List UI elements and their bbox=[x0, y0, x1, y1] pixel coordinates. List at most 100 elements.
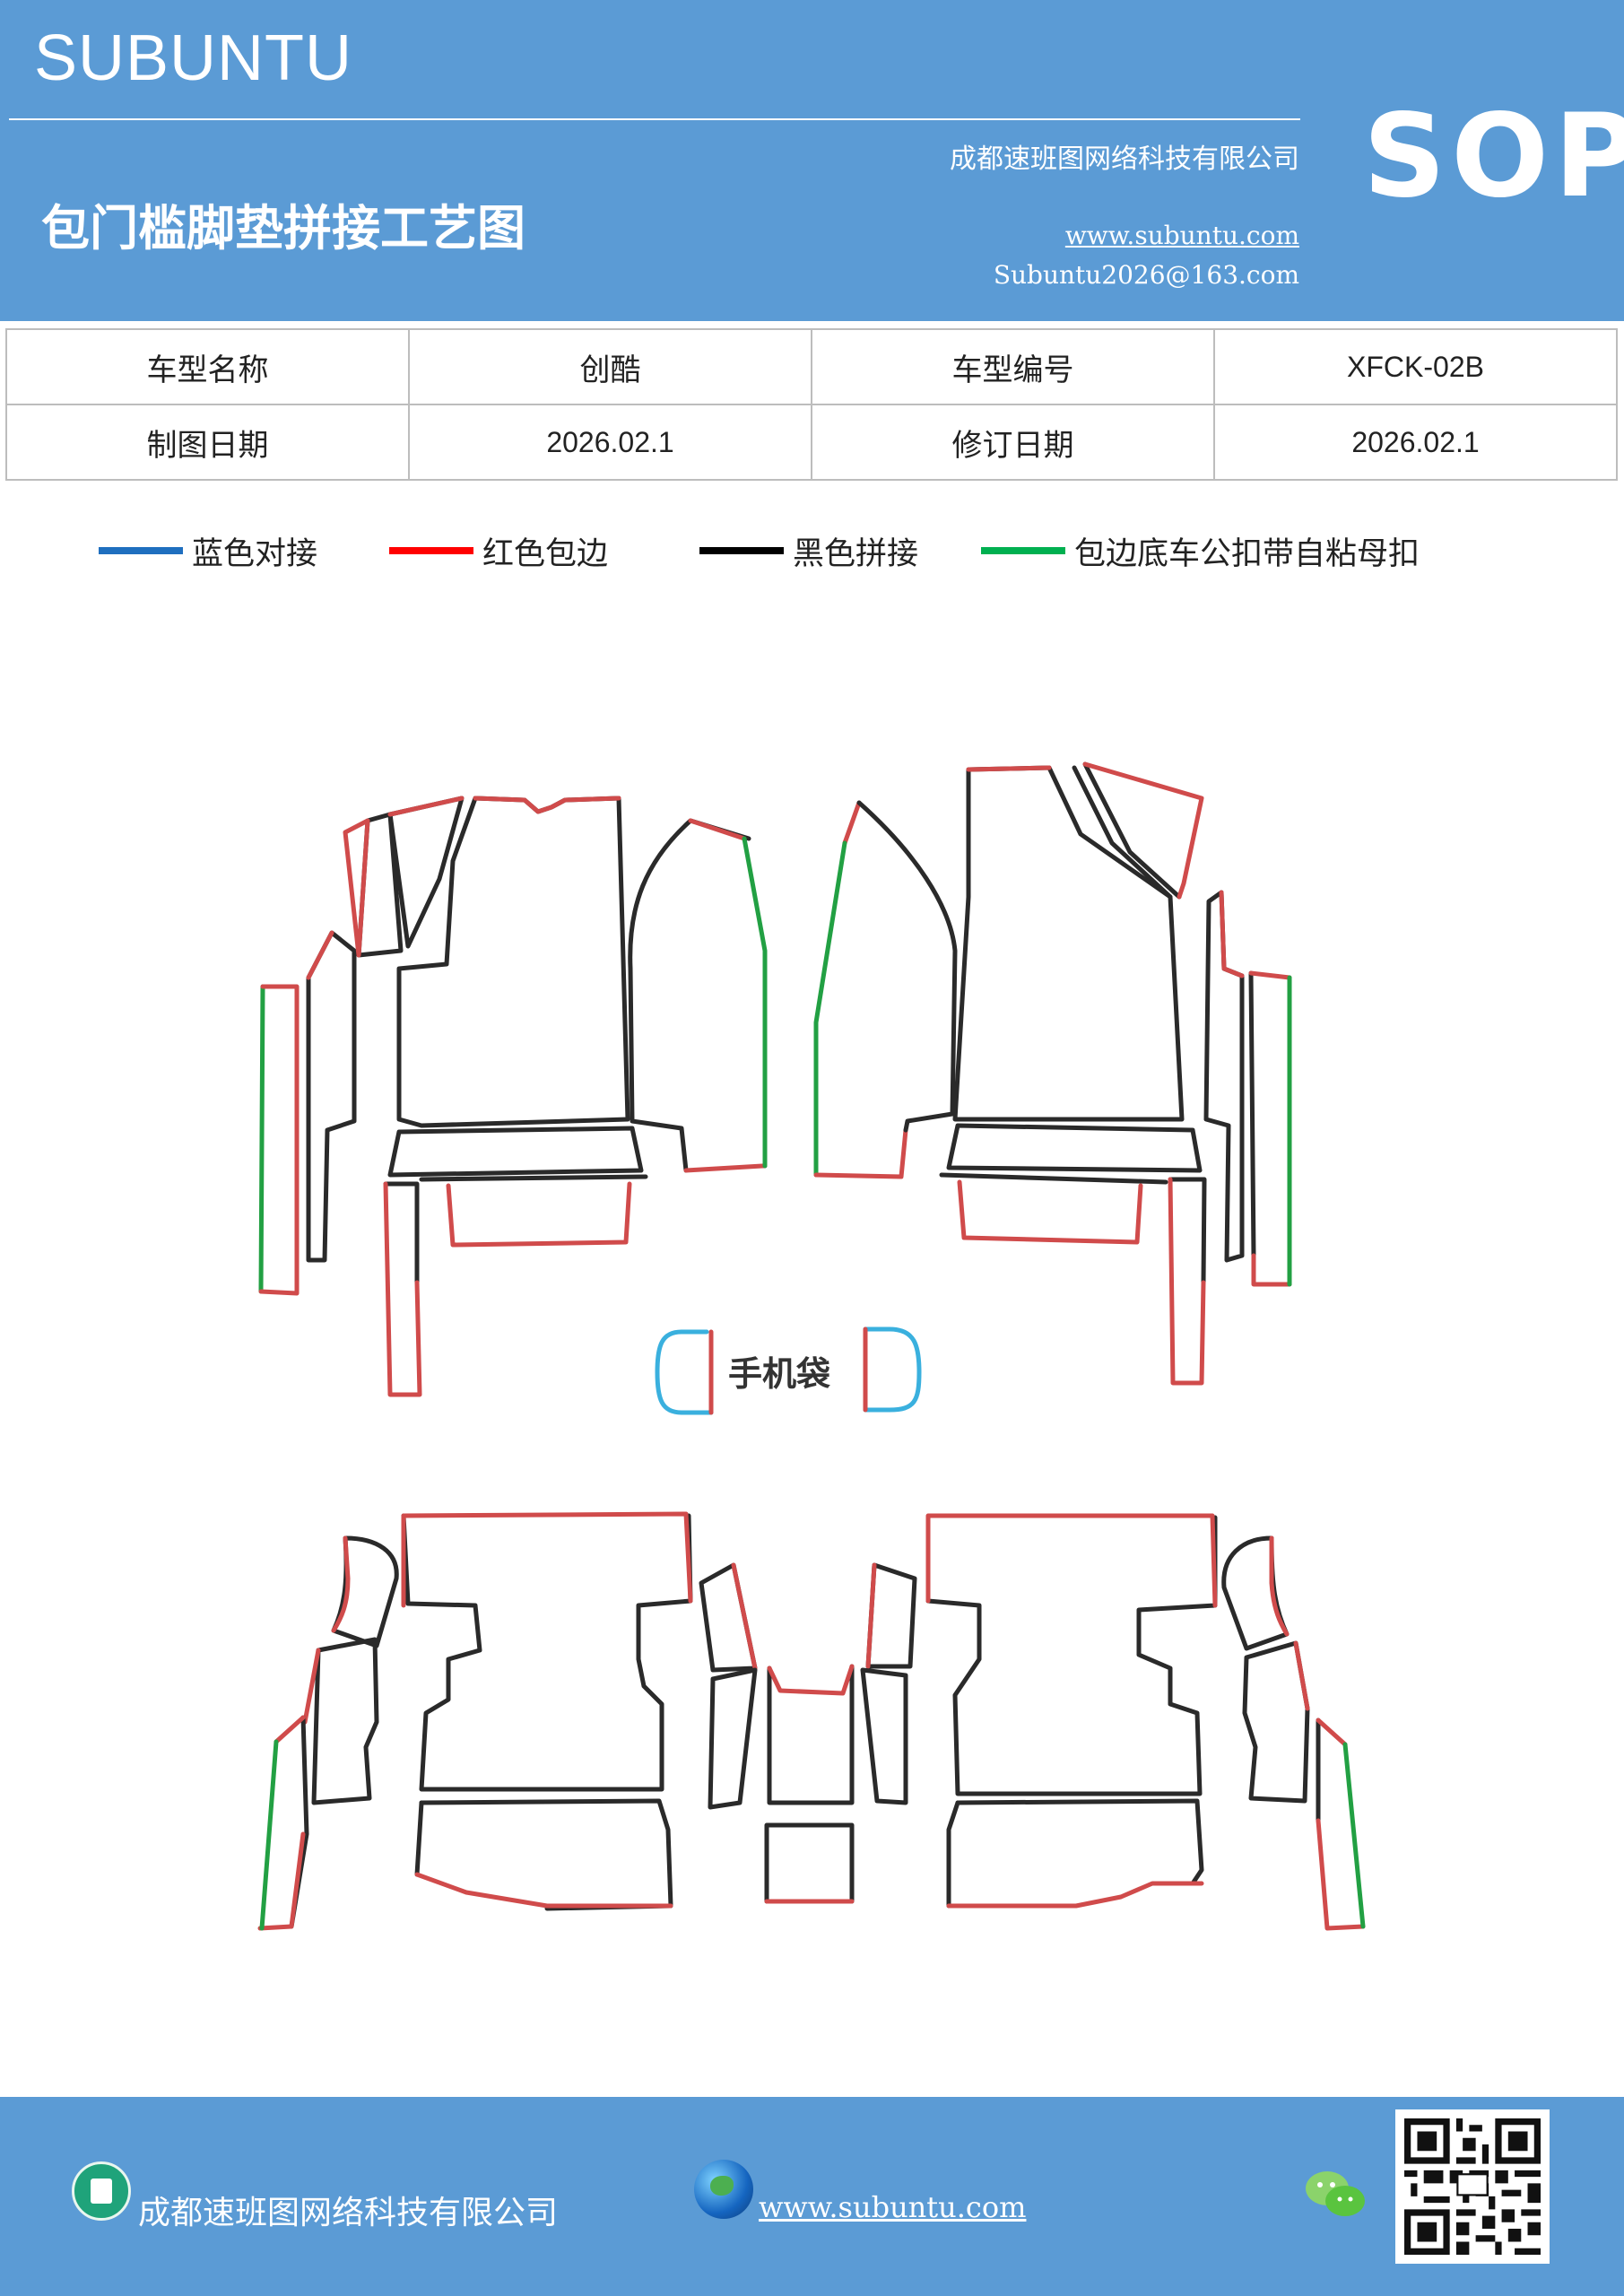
email-address[interactable]: Subuntu2026@163.com bbox=[993, 260, 1299, 290]
mat-piece bbox=[401, 1513, 693, 1792]
model-code-value: XFCK-02B bbox=[1213, 328, 1618, 405]
page-title: 包门槛脚垫拼接工艺图 bbox=[41, 200, 525, 257]
mat-pieces-svg: 手机袋 bbox=[257, 761, 1366, 1931]
mat-piece bbox=[683, 818, 768, 1173]
footer-website-link[interactable]: www.subuntu.com bbox=[759, 2190, 1027, 2224]
mat-piece bbox=[343, 818, 370, 958]
header-divider bbox=[9, 118, 1300, 120]
mat-piece bbox=[1072, 765, 1173, 900]
mat-piece bbox=[258, 984, 300, 1296]
mat-piece bbox=[1221, 1535, 1290, 1651]
mat-piece bbox=[952, 765, 1185, 1122]
mat-piece bbox=[401, 1511, 693, 1608]
mat-piece bbox=[966, 765, 1052, 772]
mat-piece bbox=[764, 1822, 855, 1904]
legend-item-black: 黑色拼接 bbox=[699, 524, 918, 578]
mat-piece bbox=[860, 1667, 908, 1805]
mat-piece bbox=[699, 1562, 758, 1673]
mat-piece bbox=[396, 796, 630, 1128]
brand-name: SUBUNTU bbox=[34, 22, 353, 94]
mat-piece bbox=[1269, 1535, 1290, 1637]
company-name: 成都速班图网络科技有限公司 bbox=[950, 144, 1299, 175]
mat-piece bbox=[955, 1798, 1204, 1886]
mat-piece bbox=[473, 796, 621, 814]
legend-item-blue: 蓝色对接 bbox=[99, 524, 317, 578]
mat-piece bbox=[842, 800, 862, 846]
legend-swatch bbox=[699, 547, 784, 554]
revise-date-label: 修订日期 bbox=[811, 404, 1215, 481]
mat-piece bbox=[419, 1174, 648, 1182]
mat-piece bbox=[414, 1872, 673, 1909]
color-legend: 蓝色对接 红色包边 黑色拼接 包边底车公扣带自粘母扣 bbox=[0, 524, 1624, 578]
model-name-label: 车型名称 bbox=[5, 328, 410, 405]
mat-piece bbox=[957, 1179, 1143, 1245]
mat-piece bbox=[1168, 1177, 1207, 1285]
mat-piece bbox=[331, 1535, 399, 1648]
upper-right-pieces bbox=[813, 761, 1292, 1386]
mat-piece bbox=[1082, 761, 1182, 900]
mat-piece bbox=[259, 1739, 279, 1931]
legend-label: 包边底车公扣带自粘母扣 bbox=[1074, 535, 1420, 572]
website-link[interactable]: www.subuntu.com bbox=[1064, 221, 1299, 250]
legend-label: 红色包边 bbox=[482, 535, 609, 572]
mat-piece bbox=[946, 1881, 1204, 1909]
phone-bag: 手机袋 bbox=[655, 1326, 922, 1415]
mat-piece bbox=[414, 1800, 424, 1877]
revise-date-value: 2026.02.1 bbox=[1213, 404, 1618, 481]
globe-icon bbox=[694, 2160, 753, 2219]
mat-piece bbox=[946, 1123, 1203, 1173]
mat-piece bbox=[1293, 1640, 1310, 1711]
mat-piece bbox=[306, 930, 357, 1263]
mat-piece bbox=[939, 1172, 1168, 1185]
model-name-value: 创酷 bbox=[408, 328, 812, 405]
lower-left-pieces bbox=[257, 1511, 855, 1931]
vehicle-info-table: 车型名称 创酷 车型编号 XFCK-02B 制图日期 2026.02.1 修订日… bbox=[5, 328, 1618, 481]
qr-code[interactable] bbox=[1395, 2109, 1550, 2264]
mat-piece bbox=[1342, 1742, 1366, 1929]
mat-piece bbox=[1316, 1718, 1366, 1931]
mat-piece bbox=[767, 1664, 855, 1805]
mat-piece bbox=[387, 796, 465, 817]
mat-piece bbox=[1219, 890, 1245, 978]
legend-label: 黑色拼接 bbox=[793, 535, 919, 572]
draw-date-label: 制图日期 bbox=[5, 404, 410, 481]
legend-item-red: 红色包边 bbox=[389, 524, 608, 578]
footer-banner: 成都速班图网络科技有限公司 www.subuntu.com bbox=[0, 2097, 1624, 2296]
mat-piece bbox=[925, 1515, 1218, 1796]
mat-piece bbox=[1168, 1177, 1206, 1386]
mat-piece bbox=[1082, 761, 1204, 900]
mat-piece bbox=[946, 1800, 960, 1909]
mat-piece bbox=[306, 930, 334, 980]
mat-piece bbox=[865, 1562, 877, 1669]
sop-badge: SOP bbox=[1363, 90, 1624, 223]
mat-piece bbox=[446, 1181, 632, 1248]
legend-item-green: 包边底车公扣带自粘母扣 bbox=[981, 524, 1420, 578]
mat-piece bbox=[383, 1181, 420, 1285]
upper-left-pieces bbox=[258, 796, 768, 1397]
mat-piece bbox=[258, 984, 265, 1294]
mat-piece bbox=[813, 840, 847, 1178]
table-row: 制图日期 2026.02.1 修订日期 2026.02.1 bbox=[5, 404, 1618, 481]
mat-piece bbox=[856, 800, 958, 1133]
phone-bag-left bbox=[655, 1329, 714, 1415]
mat-piece bbox=[387, 1126, 644, 1178]
mat-piece bbox=[628, 818, 751, 1173]
mat-piece bbox=[742, 836, 768, 1169]
draw-date-value: 2026.02.1 bbox=[408, 404, 812, 481]
mat-piece bbox=[925, 1513, 1218, 1608]
floor-mat-diagram: 手机袋 bbox=[0, 628, 1624, 2081]
mat-piece bbox=[1248, 970, 1292, 1287]
qr-code-pattern bbox=[1404, 2118, 1541, 2255]
mat-piece bbox=[708, 1667, 758, 1810]
wechat-icon[interactable] bbox=[1304, 2167, 1367, 2221]
mat-piece bbox=[311, 1637, 379, 1805]
legend-swatch bbox=[389, 547, 473, 554]
mat-piece bbox=[257, 1715, 306, 1931]
footer-company-name: 成都速班图网络科技有限公司 bbox=[138, 2195, 559, 2231]
mat-piece bbox=[813, 1127, 908, 1179]
header-banner: SUBUNTU 成都速班图网络科技有限公司 包门槛脚垫拼接工艺图 www.sub… bbox=[0, 0, 1624, 321]
legend-swatch bbox=[981, 547, 1065, 554]
mat-piece bbox=[767, 1664, 855, 1696]
mat-piece bbox=[331, 1535, 351, 1633]
model-code-label: 车型编号 bbox=[811, 328, 1215, 405]
